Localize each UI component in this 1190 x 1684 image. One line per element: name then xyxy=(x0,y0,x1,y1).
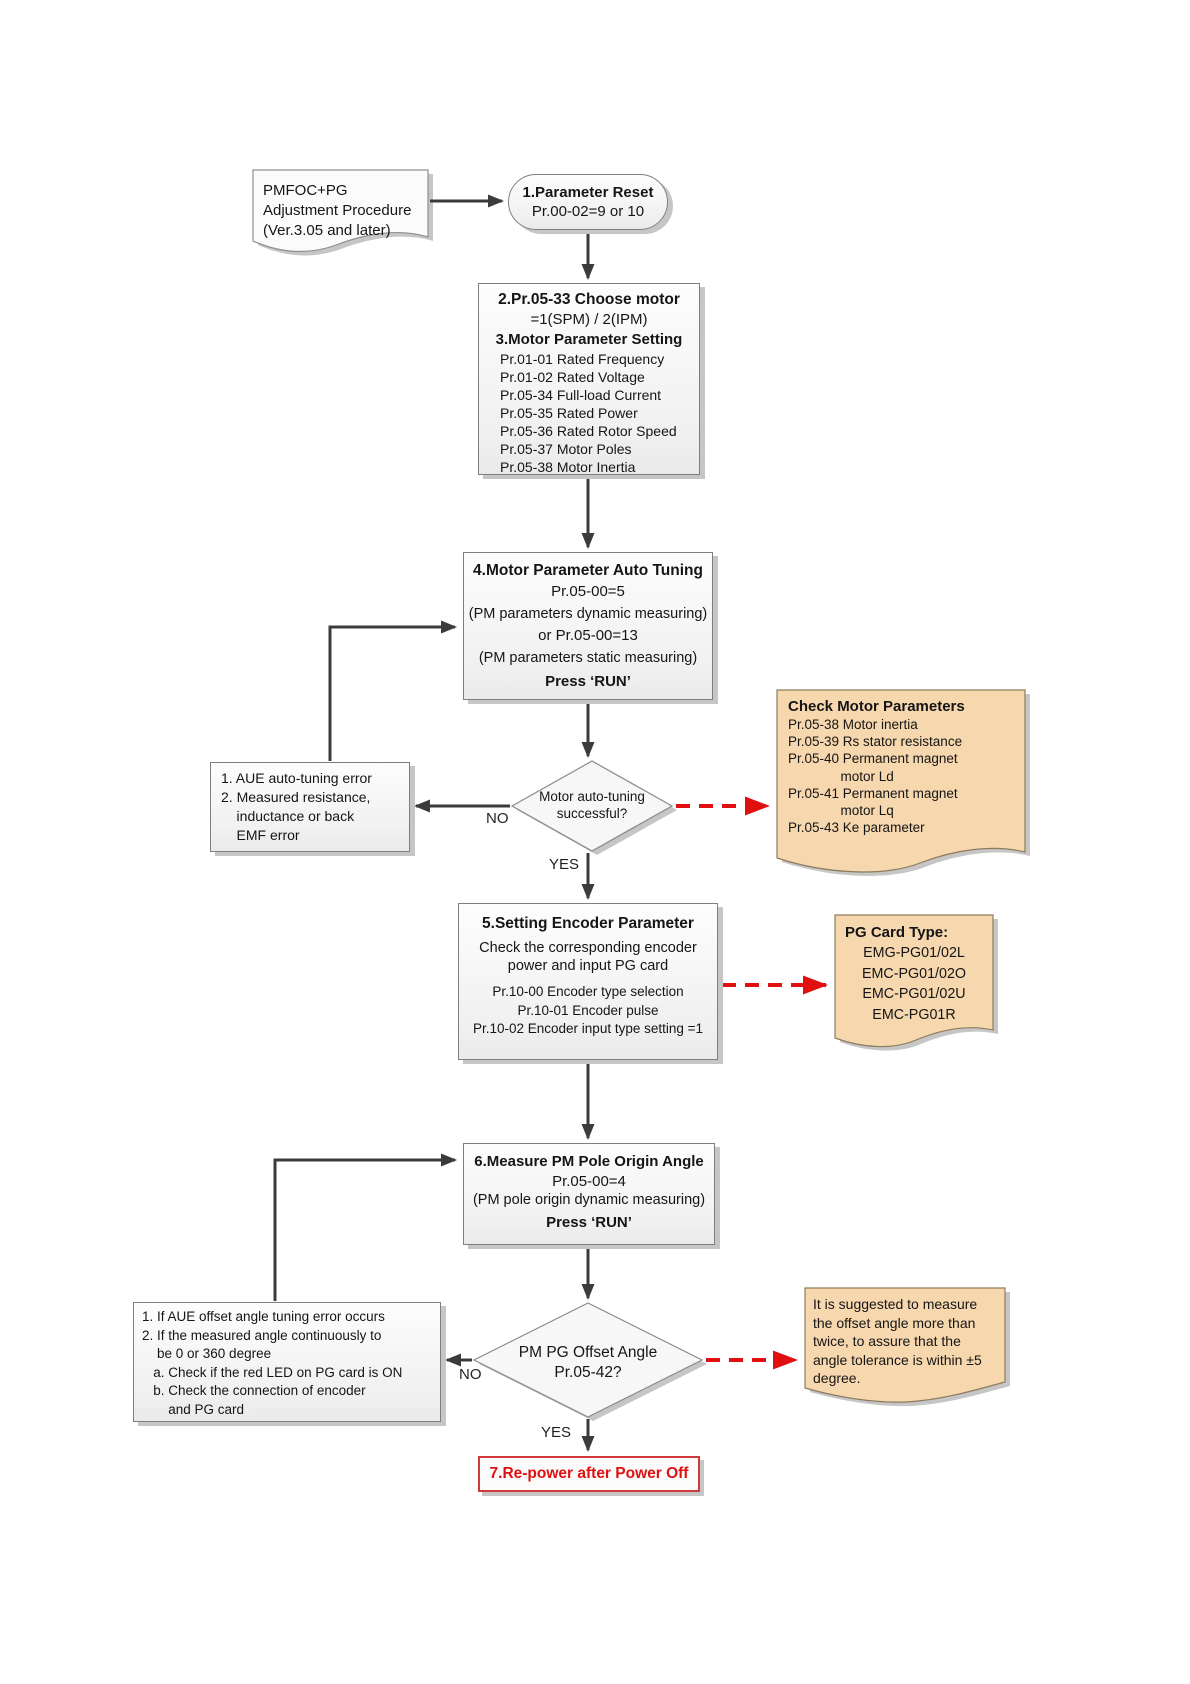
box-auto-tuning-error: 1. AUE auto-tuning error 2. Measured res… xyxy=(210,762,410,852)
param-line: Pr.05-38 Motor Inertia xyxy=(500,459,636,475)
press-run-line: Press ‘RUN’ xyxy=(545,673,631,690)
param-line: Pr.01-02 Rated Voltage xyxy=(500,369,645,385)
param-line: Pr.05-35 Rated Power xyxy=(500,405,638,421)
param-line: Pr.10-02 Encoder input type setting =1 xyxy=(472,1021,704,1036)
note-title: PG Card Type: xyxy=(845,924,949,941)
note-line: Pr.05-43 Ke parameter xyxy=(788,820,925,836)
error-line: b. Check the connection of encoder xyxy=(142,1383,366,1398)
node-motor-parameter-auto-tuning: 4.Motor Parameter Auto Tuning Pr.05-00=5… xyxy=(463,552,713,700)
node-line: (PM parameters static measuring) xyxy=(478,650,698,666)
error-line: 1. AUE auto-tuning error xyxy=(221,770,372,786)
error-line: 1. If AUE offset angle tuning error occu… xyxy=(142,1309,385,1324)
node-line: (PM pole origin dynamic measuring) xyxy=(472,1192,706,1208)
decision-question-line: successful? xyxy=(556,806,628,821)
pg-card-item: EMG-PG01/02L xyxy=(863,945,965,961)
error-line: inductance or back xyxy=(221,808,355,824)
node-setting-encoder-parameter: 5.Setting Encoder Parameter Check the co… xyxy=(458,903,718,1060)
node-subtitle: =1(SPM) / 2(IPM) xyxy=(530,311,648,328)
node-parameter-reset: 1.Parameter Reset Pr.00-02=9 or 10 xyxy=(508,174,668,230)
note-offset-angle-suggestion: It is suggested to measure the offset an… xyxy=(813,1295,1003,1388)
param-line: Pr.10-01 Encoder pulse xyxy=(517,1002,659,1018)
note-line: motor Ld xyxy=(788,768,894,784)
param-line: Pr.05-37 Motor Poles xyxy=(500,441,632,457)
node-choose-motor-parameter-setting: 2.Pr.05-33 Choose motor =1(SPM) / 2(IPM)… xyxy=(478,283,700,475)
note-line: Pr.05-40 Permanent magnet xyxy=(788,751,958,767)
node-title: 5.Setting Encoder Parameter xyxy=(482,915,694,932)
label-yes-2: YES xyxy=(541,1424,572,1441)
decision-question-line: Motor auto-tuning xyxy=(539,789,645,804)
note-procedure-version: PMFOC+PG Adjustment Procedure (Ver.3.05 … xyxy=(263,181,423,241)
note-check-params-shape xyxy=(776,689,1026,873)
note-line: (Ver.3.05 and later) xyxy=(263,222,391,239)
label-no-1: NO xyxy=(486,810,509,827)
decision-pm-pg-offset-angle: PM PG Offset Angle Pr.05-42? xyxy=(473,1343,703,1382)
parameter-list: Pr.01-01 Rated Frequency Pr.01-02 Rated … xyxy=(479,350,699,476)
node-title: 4.Motor Parameter Auto Tuning xyxy=(473,562,703,579)
node-line: (PM parameters dynamic measuring) xyxy=(468,606,708,622)
box-offset-angle-error: 1. If AUE offset angle tuning error occu… xyxy=(133,1302,441,1422)
error-line: and PG card xyxy=(142,1401,245,1417)
note-line: It is suggested to measure xyxy=(813,1296,978,1312)
parameter-list: Pr.10-00 Encoder type selection Pr.10-01… xyxy=(459,983,717,1039)
label-no-2: NO xyxy=(459,1366,482,1383)
pg-card-item: EMC-PG01R xyxy=(872,1006,956,1023)
note-title: Check Motor Parameters xyxy=(788,698,965,715)
note-line: degree. xyxy=(813,1370,861,1386)
note-line: Pr.05-41 Permanent magnet xyxy=(788,785,958,801)
node-line: or Pr.05-00=13 xyxy=(538,627,638,644)
loop-error1-to-autotune xyxy=(328,620,457,761)
pg-card-item: EMC-PG01/02U xyxy=(862,986,966,1002)
note-procedure-shape xyxy=(252,169,429,253)
note-pg-card-shape xyxy=(834,914,994,1048)
error-line: a. Check if the red LED on PG card is ON xyxy=(142,1364,403,1380)
param-line: Pr.01-01 Rated Frequency xyxy=(500,351,665,367)
note-line: motor Lq xyxy=(788,803,894,819)
note-line: Adjustment Procedure xyxy=(263,202,412,219)
note-line: PMFOC+PG xyxy=(263,182,348,199)
param-line: Pr.10-00 Encoder type selection xyxy=(492,984,684,999)
node-title: 2.Pr.05-33 Choose motor xyxy=(498,291,680,308)
error-line: be 0 or 360 degree xyxy=(142,1346,272,1361)
pg-card-list: EMG-PG01/02L EMC-PG01/02O EMC-PG01/02U E… xyxy=(835,943,993,1025)
note-line: Pr.05-39 Rs stator resistance xyxy=(788,734,963,750)
decision-question-line: PM PG Offset Angle xyxy=(518,1344,658,1361)
loop-error2-to-measure xyxy=(273,1153,457,1301)
note-suggestion-shape xyxy=(804,1287,1006,1403)
note-line: Pr.05-38 Motor inertia xyxy=(788,717,918,732)
param-line: Pr.05-36 Rated Rotor Speed xyxy=(500,423,677,439)
node-line: Check the corresponding encoder xyxy=(479,940,697,956)
note-check-motor-parameters: Check Motor Parameters Pr.05-38 Motor in… xyxy=(788,697,1018,836)
error-line: 2. Measured resistance, xyxy=(221,789,371,805)
note-line: twice, to assure that the xyxy=(813,1333,961,1349)
note-line: angle tolerance is within ±5 xyxy=(813,1351,982,1368)
node-title-2: 3.Motor Parameter Setting xyxy=(495,331,683,348)
node-subtitle: Pr.00-02=9 or 10 xyxy=(531,203,645,220)
node-measure-pm-pole-origin-angle: 6.Measure PM Pole Origin Angle Pr.05-00=… xyxy=(463,1143,715,1245)
press-run-line: Press ‘RUN’ xyxy=(546,1214,632,1231)
decision-motor-auto-tuning: Motor auto-tuning successful? xyxy=(507,788,677,822)
note-line: the offset angle more than xyxy=(813,1314,976,1331)
decision1-diamond xyxy=(510,760,674,852)
note-pg-card-type: PG Card Type: EMG-PG01/02L EMC-PG01/02O … xyxy=(835,922,993,1025)
decision2-diamond xyxy=(472,1302,704,1418)
node-title: 7.Re-power after Power Off xyxy=(489,1465,689,1482)
node-title: 1.Parameter Reset xyxy=(522,184,654,201)
error-line: 2. If the measured angle continuously to xyxy=(142,1327,382,1343)
param-line: Pr.05-34 Full-load Current xyxy=(500,387,662,403)
node-repower-after-power-off: 7.Re-power after Power Off xyxy=(478,1456,700,1492)
node-line: power and input PG card xyxy=(507,958,669,974)
pg-card-item: EMC-PG01/02O xyxy=(861,965,967,982)
node-line: Pr.05-00=4 xyxy=(552,1173,626,1190)
node-line: Pr.05-00=5 xyxy=(551,583,625,600)
node-title: 6.Measure PM Pole Origin Angle xyxy=(474,1153,704,1170)
decision-question-line: Pr.05-42? xyxy=(554,1363,622,1381)
error-line: EMF error xyxy=(221,827,300,843)
label-yes-1: YES xyxy=(549,856,580,873)
